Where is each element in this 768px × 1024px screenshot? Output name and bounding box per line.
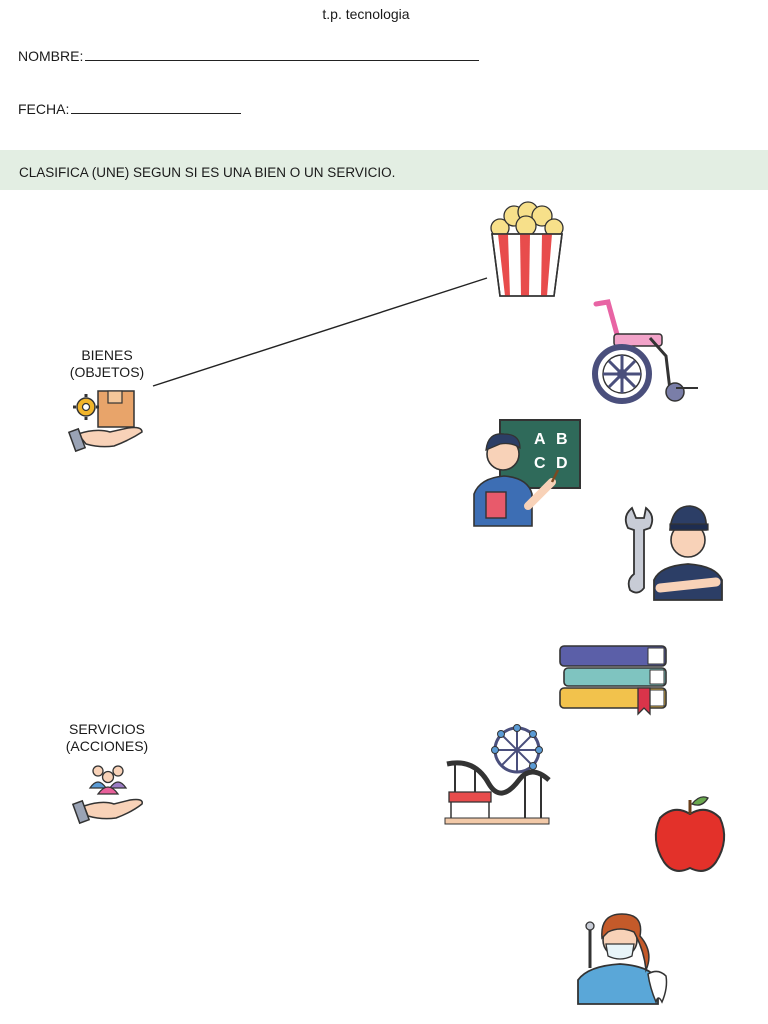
amusement-park-icon[interactable] <box>444 724 551 825</box>
goods-subtitle: (OBJETOS) <box>69 364 145 380</box>
date-label: FECHA: <box>18 101 70 117</box>
dentist-icon[interactable] <box>574 908 670 1005</box>
name-blank-line[interactable] <box>85 59 480 61</box>
goods-category-label: BIENES (OBJETOS) <box>47 347 167 381</box>
page-title: t.p. tecnologia <box>322 6 410 22</box>
name-label: NOMBRE: <box>18 48 84 64</box>
instruction-text: CLASIFICA (UNE) SEGUN SI ES UNA BIEN O U… <box>19 165 396 180</box>
mechanic-icon[interactable] <box>620 500 726 601</box>
teacher-icon[interactable]: A B C D <box>470 419 582 527</box>
wheelchair-icon[interactable] <box>590 298 700 404</box>
services-title: SERVICIOS <box>69 721 145 737</box>
hand-people-icon[interactable] <box>71 762 146 828</box>
date-field[interactable]: FECHA: <box>18 101 242 117</box>
name-field[interactable]: NOMBRE: <box>18 48 480 64</box>
instruction-band: CLASIFICA (UNE) SEGUN SI ES UNA BIEN O U… <box>0 150 768 190</box>
board-letter-a: A <box>534 431 546 448</box>
services-subtitle: (ACCIONES) <box>65 738 149 754</box>
board-letter-b: B <box>556 431 568 448</box>
books-icon[interactable] <box>556 640 670 716</box>
hand-box-gear-icon[interactable] <box>67 388 146 454</box>
date-blank-line[interactable] <box>71 112 242 114</box>
popcorn-icon[interactable] <box>486 200 568 298</box>
board-letter-d: D <box>556 455 568 472</box>
board-letter-c: C <box>534 455 546 472</box>
apple-icon[interactable] <box>654 792 726 874</box>
services-category-label: SERVICIOS (ACCIONES) <box>47 721 167 755</box>
goods-title: BIENES <box>81 347 133 363</box>
